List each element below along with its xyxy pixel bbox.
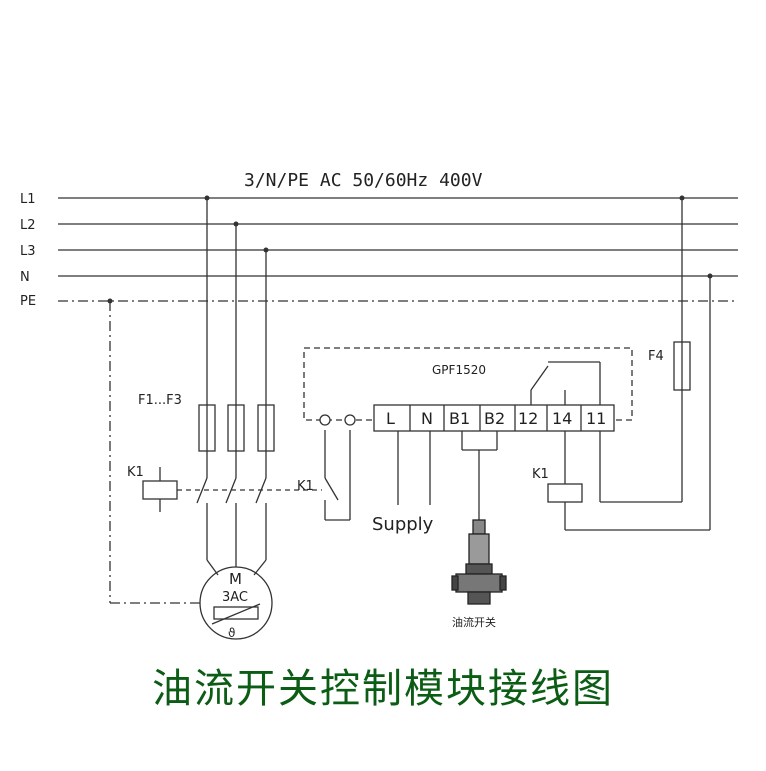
terminal-14: 14 (552, 409, 572, 428)
supply-label: 3/N/PE AC 50/60Hz 400V (244, 170, 483, 191)
terminal-strip (373, 404, 615, 432)
bus-label-pe: PE (20, 294, 36, 309)
thermistor-terminal-2 (344, 414, 356, 426)
diagram-caption: 油流开关控制模块接线图 (152, 666, 614, 712)
terminal-11: 11 (586, 409, 606, 428)
fuse-label-control: F4 (648, 349, 664, 364)
sensor-label: 油流开关 (452, 615, 496, 629)
flow-switch-sensor (451, 519, 507, 605)
contactor-coil (142, 480, 178, 500)
bus-label-l2: L2 (20, 218, 36, 233)
relay-coil-label: K1 (532, 467, 549, 482)
bus-label-l3: L3 (20, 244, 36, 259)
terminal-b2: B2 (484, 409, 505, 428)
motor-type: 3AC (222, 590, 248, 605)
terminal-n: N (421, 409, 433, 428)
terminal-12: 12 (518, 409, 538, 428)
aux-contact-k1 (324, 430, 351, 521)
motor-thermal-symbol: ϑ (228, 626, 235, 640)
module-name: GPF1520 (432, 363, 486, 377)
coil-label: K1 (127, 465, 144, 480)
bus-label-n: N (20, 270, 30, 285)
motor-letter: M (229, 570, 242, 588)
motor-thermistor (213, 606, 259, 620)
relay-coil (547, 483, 583, 503)
thermistor-terminal-1 (319, 414, 331, 426)
terminal-b1: B1 (449, 409, 470, 428)
fuse-label-main: F1...F3 (138, 393, 182, 408)
module-relay-contact (530, 361, 601, 405)
fuse-group-f1-f3 (198, 404, 275, 452)
supply-text: Supply (372, 514, 434, 535)
terminal-l: L (386, 409, 395, 428)
bus-label-l1: L1 (20, 192, 36, 207)
aux-contact-label: K1 (297, 479, 314, 494)
